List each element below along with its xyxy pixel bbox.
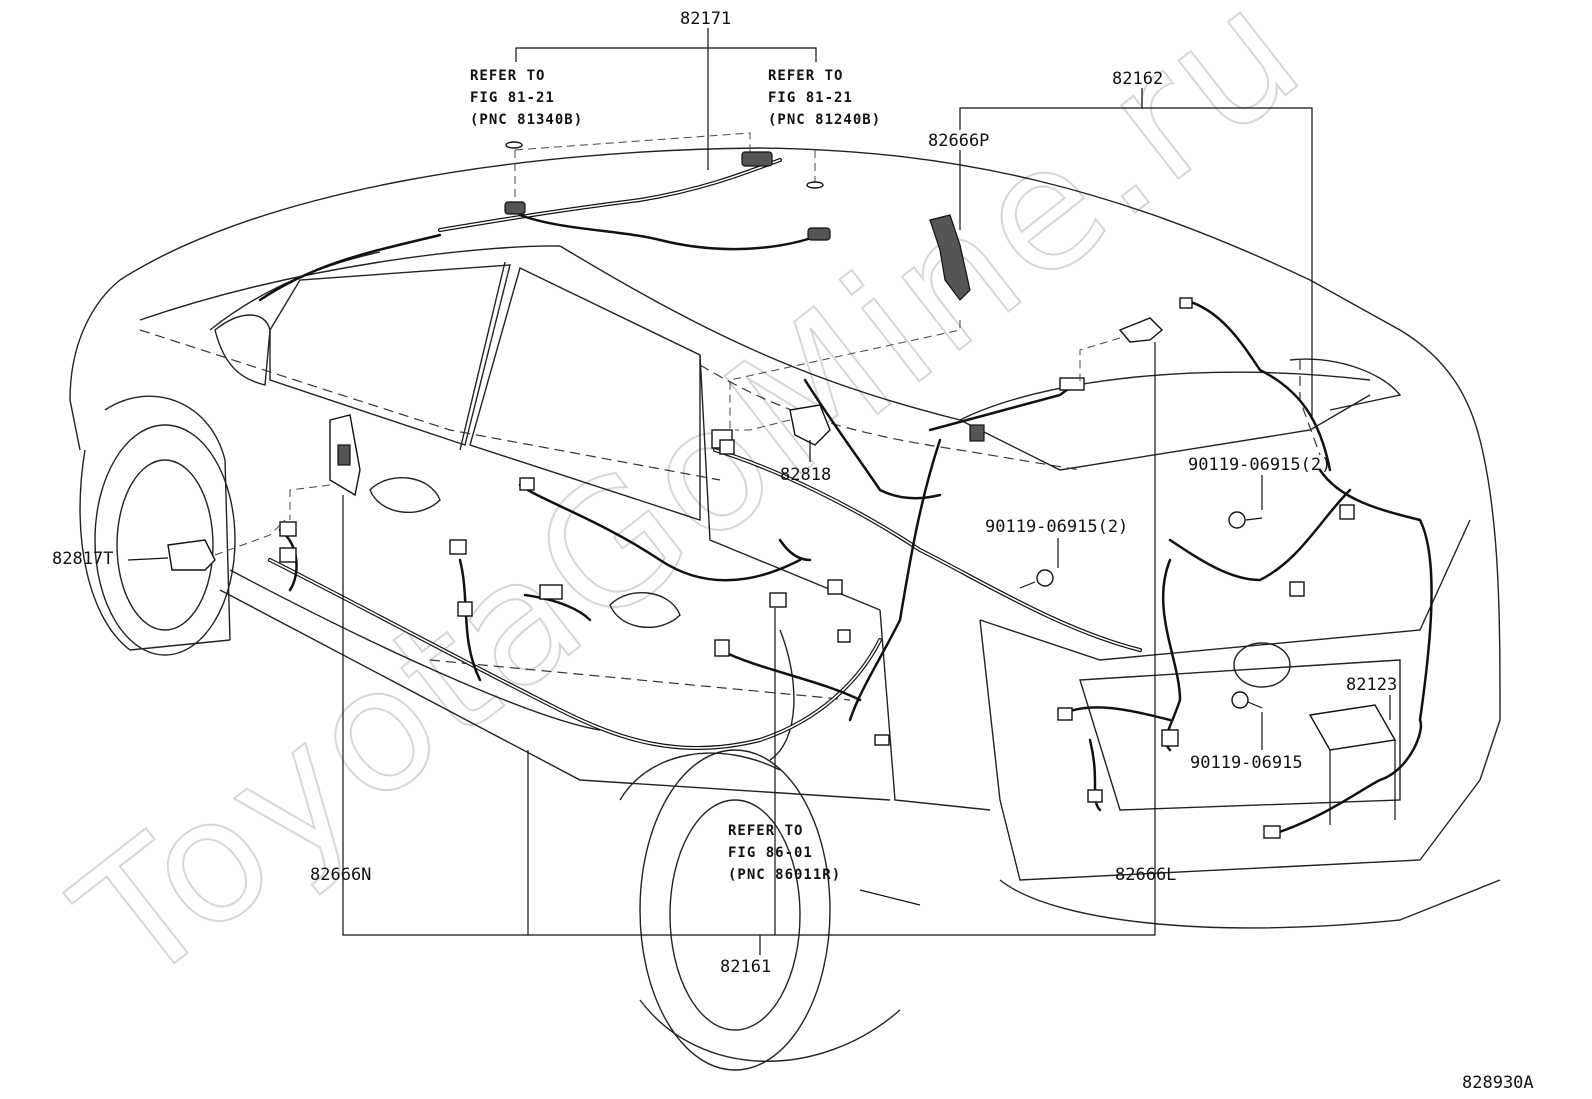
rear-harness-82162 [711, 297, 1433, 839]
label-bolt-2: 90119-06915(2) [1188, 455, 1331, 475]
roof-harness-82171 [258, 141, 831, 302]
battery-box [1308, 704, 1397, 825]
label-82161: 82161 [720, 957, 771, 977]
label-82817T: 82817T [52, 549, 113, 569]
bracket-82666P [929, 214, 971, 301]
floor-harness-82161 [268, 477, 890, 751]
ref-right-line1: REFER TO [768, 68, 843, 84]
part-labels: 82171 82162 82666P 82818 82817T 82666N 8… [52, 9, 1534, 1093]
ref-bottom-line2: FIG 86-01 [728, 845, 813, 861]
ref-left-line3: (PNC 81340B) [470, 112, 583, 128]
bracket-82818 [789, 404, 831, 446]
label-82123: 82123 [1346, 675, 1397, 695]
label-82666N: 82666N [310, 865, 371, 885]
label-82666L: 82666L [1115, 865, 1176, 885]
figure-code: 828930A [1462, 1073, 1534, 1093]
label-82171: 82171 [680, 9, 731, 29]
bracket-82817T [167, 539, 216, 571]
ref-left-line1: REFER TO [470, 68, 545, 84]
bolt-icons [1019, 511, 1263, 709]
reference-notes: REFER TO FIG 81-21 (PNC 81340B) REFER TO… [470, 68, 881, 883]
ref-right-line2: FIG 81-21 [768, 90, 853, 106]
vehicle-body-outline [69, 147, 1501, 1071]
bracket-82666N [329, 414, 361, 497]
label-82818: 82818 [780, 465, 831, 485]
label-82666P: 82666P [928, 131, 989, 151]
label-82162: 82162 [1112, 69, 1163, 89]
ref-bottom-line3: (PNC 86011R) [728, 867, 841, 883]
label-bolt-3: 90119-06915 [1190, 753, 1303, 773]
label-bolt-1: 90119-06915(2) [985, 517, 1128, 537]
ref-right-line3: (PNC 81240B) [768, 112, 881, 128]
ref-left-line2: FIG 81-21 [470, 90, 555, 106]
leader-lines [127, 28, 1391, 955]
ref-bottom-line1: REFER TO [728, 823, 803, 839]
bracket-82666L [1118, 317, 1164, 343]
